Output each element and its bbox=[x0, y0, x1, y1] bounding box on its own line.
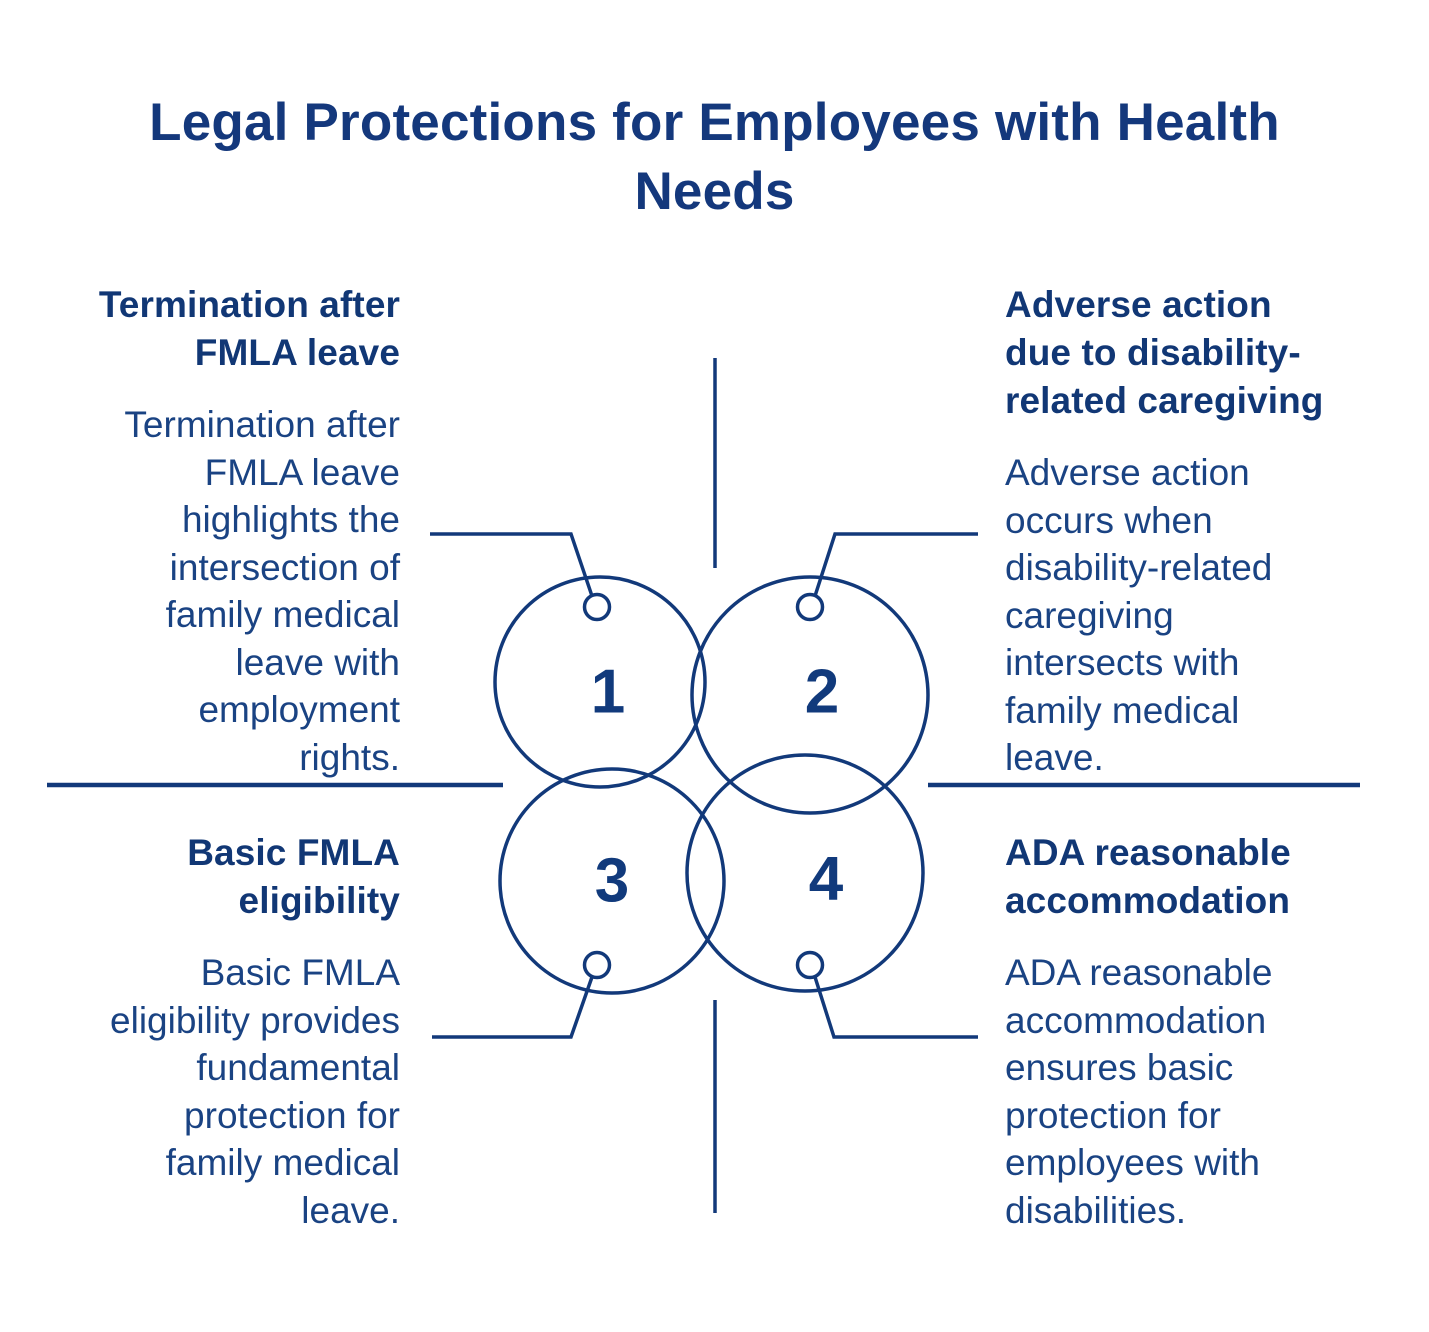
quadrant-bottom-left: Basic FMLA eligibility Basic FMLA eligib… bbox=[52, 829, 400, 1234]
pin-ring-4 bbox=[795, 950, 825, 980]
connector-item-3 bbox=[432, 976, 594, 1039]
circle-number-2: 2 bbox=[805, 658, 839, 727]
quadrant-top-right: Adverse action due to disability- relate… bbox=[1005, 281, 1353, 782]
pin-ring-2 bbox=[795, 592, 825, 622]
quadrant-heading: Adverse action due to disability- relate… bbox=[1005, 284, 1324, 421]
connector-item-2 bbox=[813, 532, 978, 597]
connector-item-1 bbox=[430, 532, 594, 597]
quadrant-heading: ADA reasonable accommodation bbox=[1005, 832, 1291, 921]
circle-2 bbox=[690, 575, 930, 815]
quadrant-heading: Termination after FMLA leave bbox=[98, 284, 400, 373]
pin-ring-3 bbox=[582, 950, 612, 980]
quadrant-body: Basic FMLA eligibility provides fundamen… bbox=[110, 952, 400, 1231]
quadrant-body: ADA reasonable accommodation ensures bas… bbox=[1005, 952, 1273, 1231]
pin-ring-1 bbox=[582, 592, 612, 622]
connector-item-4 bbox=[813, 976, 978, 1039]
circle-4 bbox=[685, 753, 925, 993]
page-title: Legal Protections for Employees with Hea… bbox=[149, 93, 1280, 221]
circle-3 bbox=[498, 767, 726, 995]
quadrant-body: Adverse action occurs when disability-re… bbox=[1005, 452, 1273, 778]
circle-number-1: 1 bbox=[591, 658, 625, 727]
circle-number-3: 3 bbox=[595, 847, 629, 916]
quadrant-body: Termination after FMLA leave highlights … bbox=[124, 404, 400, 778]
circle-number-4: 4 bbox=[809, 845, 844, 914]
quadrant-heading: Basic FMLA eligibility bbox=[187, 832, 400, 921]
quadrant-bottom-right: ADA reasonable accommodation ADA reasona… bbox=[1005, 829, 1353, 1234]
circle-1 bbox=[493, 575, 707, 789]
quadrant-top-left: Termination after FMLA leave Termination… bbox=[52, 281, 400, 781]
